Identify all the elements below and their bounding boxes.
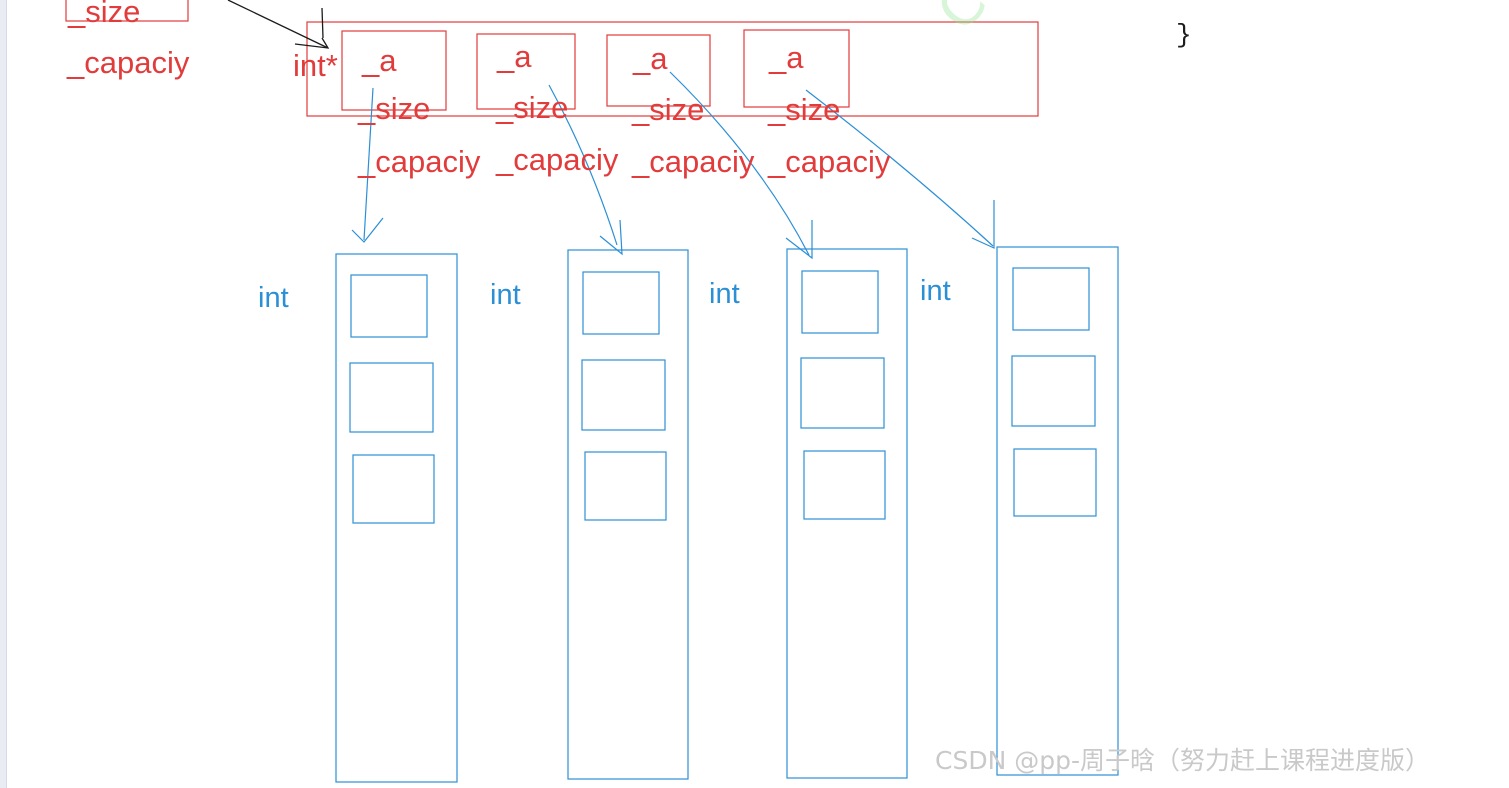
int-array-4 <box>996 246 1119 776</box>
pointer-arrow-4 <box>805 89 995 249</box>
element-box-2 <box>476 33 576 110</box>
element-3-size-label: _size <box>632 92 705 127</box>
int-label-2: int <box>490 279 521 311</box>
int-label-4: int <box>920 275 951 307</box>
element-1-a-label: _a <box>362 43 397 78</box>
int-label-3: int <box>709 278 740 310</box>
element-box-4 <box>743 29 850 108</box>
int-array-3 <box>786 248 908 779</box>
top-left-struct-box <box>65 0 189 22</box>
top-left-capacity-label: _capaciy <box>67 45 190 80</box>
element-2-capacity-label: _capaciy <box>496 142 619 177</box>
pointer-arrow-1 <box>351 87 384 243</box>
element-1-size-label: _size <box>358 91 431 126</box>
element-3-a-label: _a <box>633 41 668 76</box>
editor-left-strip <box>0 0 7 788</box>
element-2-a-label: _a <box>497 39 532 74</box>
element-4-size-label: _size <box>768 92 841 127</box>
element-box-1 <box>341 30 447 111</box>
int-array-1 <box>335 253 458 783</box>
element-box-3 <box>606 34 711 107</box>
element-1-capacity-label: _capaciy <box>358 144 481 179</box>
element-2-size-label: _size <box>496 90 569 125</box>
pointer-arrow-3 <box>669 71 813 260</box>
int-label-1: int <box>258 282 289 314</box>
element-3-capacity-label: _capaciy <box>632 144 755 179</box>
code-closing-brace: } <box>1176 20 1192 50</box>
element-4-capacity-label: _capaciy <box>768 144 891 179</box>
black-pointer-arrow <box>227 0 330 49</box>
csdn-watermark: CSDN @pp-周子晗（努力赶上课程进度版） <box>935 746 1430 775</box>
outer-array-box <box>306 21 1039 117</box>
pointer-arrow-2 <box>548 84 623 256</box>
int-pointer-label: int* <box>293 48 338 83</box>
element-4-a-label: _a <box>769 40 804 75</box>
int-array-2 <box>567 249 689 780</box>
top-left-size-label: _size <box>68 0 141 29</box>
